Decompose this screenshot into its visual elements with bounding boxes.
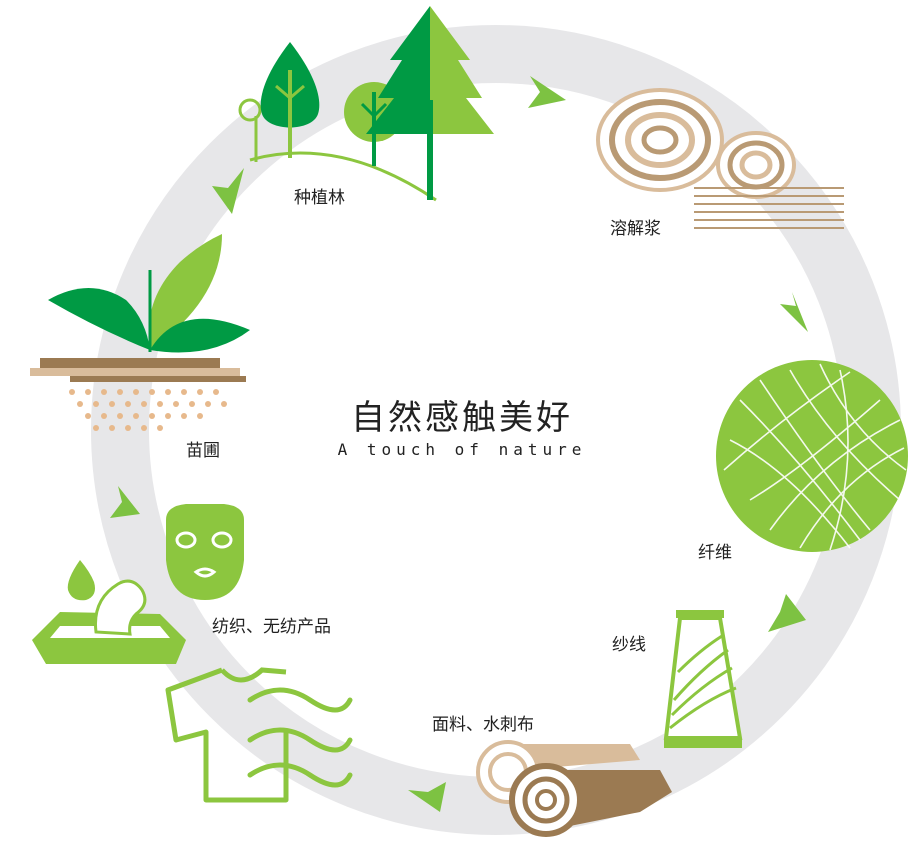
tshirt-icon bbox=[165, 667, 353, 803]
stage-label-nursery: 苗圃 bbox=[186, 441, 220, 461]
stage-label-fabric: 面料、水刺布 bbox=[432, 715, 534, 735]
flow-arrow-icon bbox=[528, 76, 566, 108]
forest-icon bbox=[238, 6, 494, 202]
stage-label-fiber: 纤维 bbox=[698, 543, 732, 563]
stage-label-pulp: 溶解浆 bbox=[610, 219, 661, 239]
flow-arrow-icon bbox=[212, 168, 244, 214]
flow-arrow-icon bbox=[780, 292, 808, 332]
seedling-icon bbox=[30, 234, 250, 431]
face-mask-icon bbox=[166, 504, 244, 600]
flow-arrow-icon bbox=[768, 594, 806, 632]
center-subtitle: A touch of nature bbox=[337, 440, 587, 459]
flow-arrow-icon bbox=[408, 782, 446, 812]
stage-label-forest: 种植林 bbox=[294, 188, 345, 208]
fiber-circle-icon bbox=[716, 360, 908, 552]
stage-label-products: 纺织、无纺产品 bbox=[212, 617, 331, 637]
fabric-roll-icon bbox=[476, 740, 672, 837]
stage-label-yarn: 纱线 bbox=[612, 635, 646, 655]
yarn-spool-icon bbox=[663, 610, 743, 748]
flow-arrow-icon bbox=[110, 486, 140, 518]
wet-wipes-icon bbox=[32, 560, 186, 664]
wood-log-icon bbox=[596, 88, 844, 229]
center-title: 自然感触美好 bbox=[351, 398, 573, 438]
